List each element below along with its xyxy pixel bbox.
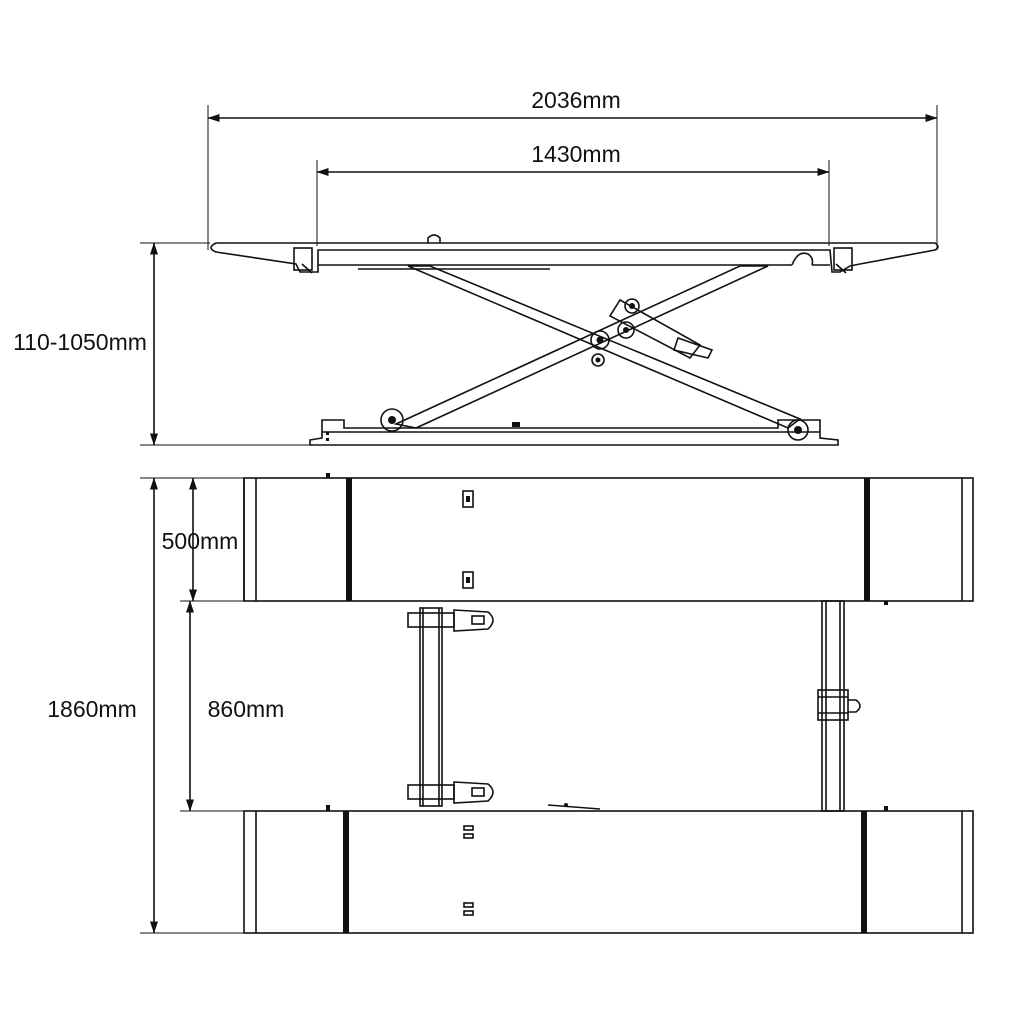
dimension-inner-gap: 860mm bbox=[180, 600, 285, 812]
cross-member-right bbox=[817, 600, 861, 812]
base-roller-left bbox=[380, 408, 404, 432]
label-inner-gap: 860mm bbox=[208, 696, 285, 722]
dimension-overall-length: 2036mm bbox=[207, 87, 938, 250]
dimension-platform-width: 500mm bbox=[162, 477, 244, 602]
label-height-range: 110-1050mm bbox=[13, 329, 147, 355]
ramp-divider-left bbox=[346, 478, 352, 601]
label-overall-length: 2036mm bbox=[531, 87, 620, 113]
label-platform-width: 500mm bbox=[162, 528, 239, 554]
pivot-pin bbox=[590, 330, 610, 350]
dimension-platform-length: 1430mm bbox=[316, 141, 830, 246]
label-overall-width: 1860mm bbox=[47, 696, 136, 722]
dimension-overall-width: 1860mm bbox=[47, 477, 244, 934]
dimension-height-range: 110-1050mm bbox=[13, 242, 310, 446]
hydraulic-cylinder bbox=[608, 298, 702, 360]
base-roller-right bbox=[787, 419, 809, 441]
mount-slot bbox=[462, 490, 474, 508]
platform-bottom bbox=[243, 803, 974, 934]
scissor-arm-b bbox=[393, 265, 769, 429]
cross-member-left bbox=[407, 607, 494, 807]
scissor-arm-a bbox=[407, 265, 802, 429]
scissor-arms bbox=[393, 265, 802, 429]
top-platform bbox=[210, 234, 939, 274]
ramp-divider-right bbox=[864, 478, 870, 601]
base-frame bbox=[309, 408, 839, 446]
mount-slot bbox=[462, 571, 474, 589]
lift-side-view bbox=[210, 234, 939, 446]
ramp-hinge-left bbox=[293, 247, 313, 271]
ramp-divider-left bbox=[343, 811, 349, 933]
platform-top bbox=[243, 473, 974, 605]
label-platform-length: 1430mm bbox=[531, 141, 620, 167]
ramp-divider-right bbox=[861, 811, 867, 933]
